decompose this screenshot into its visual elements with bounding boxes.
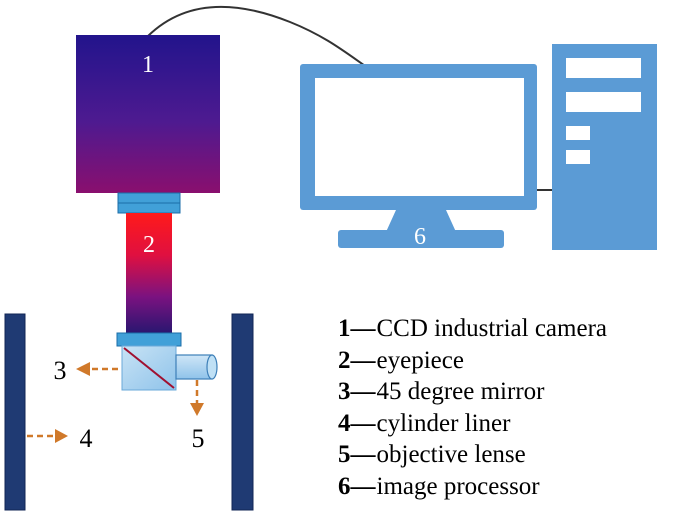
legend-dash: — — [350, 378, 376, 406]
legend-number: 5 — [338, 441, 351, 469]
legend-text: eyepiece — [376, 346, 464, 374]
camera-number-label: 1 — [142, 52, 154, 78]
computer-monitor — [300, 64, 537, 248]
objective-arrow-head — [190, 403, 204, 416]
objective-lens-end — [206, 354, 218, 380]
legend-number: 2 — [338, 346, 351, 374]
legend-text: cylinder liner — [376, 409, 511, 437]
liner-arrow-head — [55, 429, 68, 443]
legend-text: 45 degree mirror — [376, 378, 545, 406]
legend: 1—CCD industrial camera 2—eyepiece 3—45 … — [338, 313, 607, 503]
eyepiece-tube — [126, 213, 172, 333]
liner-wall-left — [4, 313, 26, 511]
mirror-adapter — [116, 332, 182, 347]
legend-dash: — — [350, 441, 376, 469]
liner-wall-right — [231, 313, 254, 511]
mirror-arrow-head — [76, 362, 90, 376]
ccd-camera — [76, 35, 220, 193]
legend-dash: — — [350, 472, 376, 500]
mirror-diagonal — [123, 347, 175, 389]
legend-row-2: 2—eyepiece — [338, 345, 607, 377]
legend-dash: — — [350, 409, 376, 437]
legend-number: 4 — [338, 409, 351, 437]
legend-number: 1 — [338, 315, 351, 342]
legend-row-1: 1—CCD industrial camera — [338, 313, 607, 345]
cable-line — [147, 5, 369, 69]
legend-number: 6 — [338, 472, 351, 500]
eyepiece-number-label: 2 — [143, 232, 155, 258]
legend-dash: — — [350, 346, 376, 374]
legend-text: CCD industrial camera — [376, 315, 608, 342]
legend-row-5: 5—objective lense — [338, 439, 607, 471]
mirror-number-label: 3 — [54, 356, 67, 385]
computer-tower — [552, 44, 657, 250]
legend-dash: — — [350, 315, 376, 342]
legend-text: image processor — [376, 472, 540, 500]
processor-number-label: 6 — [414, 224, 426, 250]
legend-row-3: 3—45 degree mirror — [338, 376, 607, 408]
legend-row-4: 4—cylinder liner — [338, 408, 607, 440]
legend-row-6: 6—image processor — [338, 471, 607, 503]
liner-number-label: 4 — [80, 424, 93, 453]
legend-number: 3 — [338, 378, 351, 406]
legend-text: objective lense — [376, 441, 526, 469]
objective-number-label: 5 — [192, 424, 205, 453]
